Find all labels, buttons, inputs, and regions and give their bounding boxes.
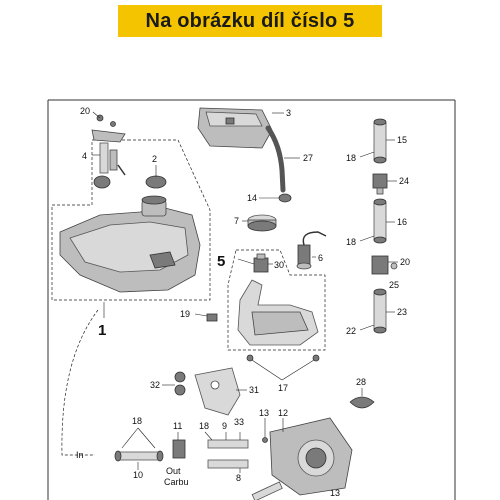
part-number-banner: Na obrázku díl číslo 5 bbox=[118, 5, 382, 37]
clip-part-19 bbox=[206, 313, 218, 322]
label-carbu: Carbu bbox=[164, 477, 189, 487]
hose-part-23 bbox=[373, 288, 387, 334]
callout-8: 8 bbox=[236, 473, 241, 483]
callout-31: 31 bbox=[249, 385, 259, 395]
callout-24: 24 bbox=[399, 176, 409, 186]
tank-group-dashed-box bbox=[51, 139, 211, 301]
fuel-tank-part-1 bbox=[59, 195, 201, 293]
tank-cap-part-2 bbox=[145, 175, 167, 189]
clamp-part-14 bbox=[278, 193, 292, 203]
bracket-part-31 bbox=[174, 367, 241, 416]
callout-4: 4 bbox=[82, 151, 87, 161]
callout-11: 11 bbox=[173, 421, 182, 431]
callout-33: 33 bbox=[234, 417, 244, 427]
hose-part-bottom bbox=[251, 481, 283, 500]
callout-30: 30 bbox=[274, 260, 284, 270]
hose-part-27 bbox=[265, 125, 286, 193]
callout-27: 27 bbox=[303, 153, 313, 163]
callout-12: 12 bbox=[278, 408, 288, 418]
callout-1: 1 bbox=[98, 322, 106, 339]
callout-17: 17 bbox=[278, 383, 288, 393]
callout-5: 5 bbox=[217, 253, 225, 270]
oil-tray-part-3 bbox=[197, 107, 273, 149]
callout-9: 9 bbox=[222, 421, 227, 431]
leader-lines bbox=[92, 111, 398, 473]
callout-10: 10 bbox=[133, 470, 143, 480]
hose-part-10 bbox=[114, 450, 164, 462]
callout-25: 25 bbox=[389, 280, 399, 290]
callout-18-mid: 18 bbox=[346, 237, 356, 247]
ring-part-7 bbox=[247, 214, 277, 232]
pump-part-12 bbox=[269, 417, 353, 496]
label-in: In bbox=[76, 450, 84, 460]
filter-part-20 bbox=[371, 255, 389, 275]
callout-20: 20 bbox=[400, 257, 410, 267]
callout-19: 19 bbox=[180, 309, 190, 319]
filter-part-5 bbox=[253, 253, 269, 273]
sensor-part-6 bbox=[296, 231, 327, 270]
callout-18-bottom: 18 bbox=[132, 416, 142, 426]
callout-3: 3 bbox=[286, 108, 291, 118]
screw-part-17a bbox=[246, 354, 254, 362]
callout-13-bottom: 13 bbox=[330, 488, 340, 498]
reservoir-group-dashed-box bbox=[227, 249, 326, 351]
fuel-line-dashed-curve bbox=[61, 309, 99, 456]
label-out: Out bbox=[166, 466, 181, 476]
filter-part-11 bbox=[172, 439, 186, 459]
callout-32: 32 bbox=[150, 380, 160, 390]
hose-part-16 bbox=[373, 198, 387, 244]
valve-part-24 bbox=[372, 173, 388, 195]
screw-part-25 bbox=[390, 262, 398, 270]
callout-22: 22 bbox=[346, 326, 356, 336]
hose-part-15 bbox=[373, 118, 387, 164]
callout-7: 7 bbox=[234, 216, 239, 226]
callout-14: 14 bbox=[247, 193, 257, 203]
reservoir-part bbox=[237, 279, 319, 346]
callout-6: 6 bbox=[318, 253, 323, 263]
fuel-pump-part-4 bbox=[91, 114, 126, 189]
callout-21: 20 bbox=[80, 106, 90, 116]
screw-part-17b bbox=[312, 354, 320, 362]
callout-18-top: 18 bbox=[346, 153, 356, 163]
hose-part-8 bbox=[207, 439, 249, 469]
callout-15: 15 bbox=[397, 135, 407, 145]
callout-16: 16 bbox=[397, 217, 407, 227]
callout-28: 28 bbox=[356, 377, 366, 387]
screw-part-13 bbox=[262, 437, 268, 443]
clamp-part-28 bbox=[349, 396, 375, 409]
callout-23: 23 bbox=[397, 307, 407, 317]
callout-2: 2 bbox=[152, 154, 157, 164]
callout-13: 13 bbox=[259, 408, 269, 418]
callout-18-b2: 18 bbox=[199, 421, 209, 431]
